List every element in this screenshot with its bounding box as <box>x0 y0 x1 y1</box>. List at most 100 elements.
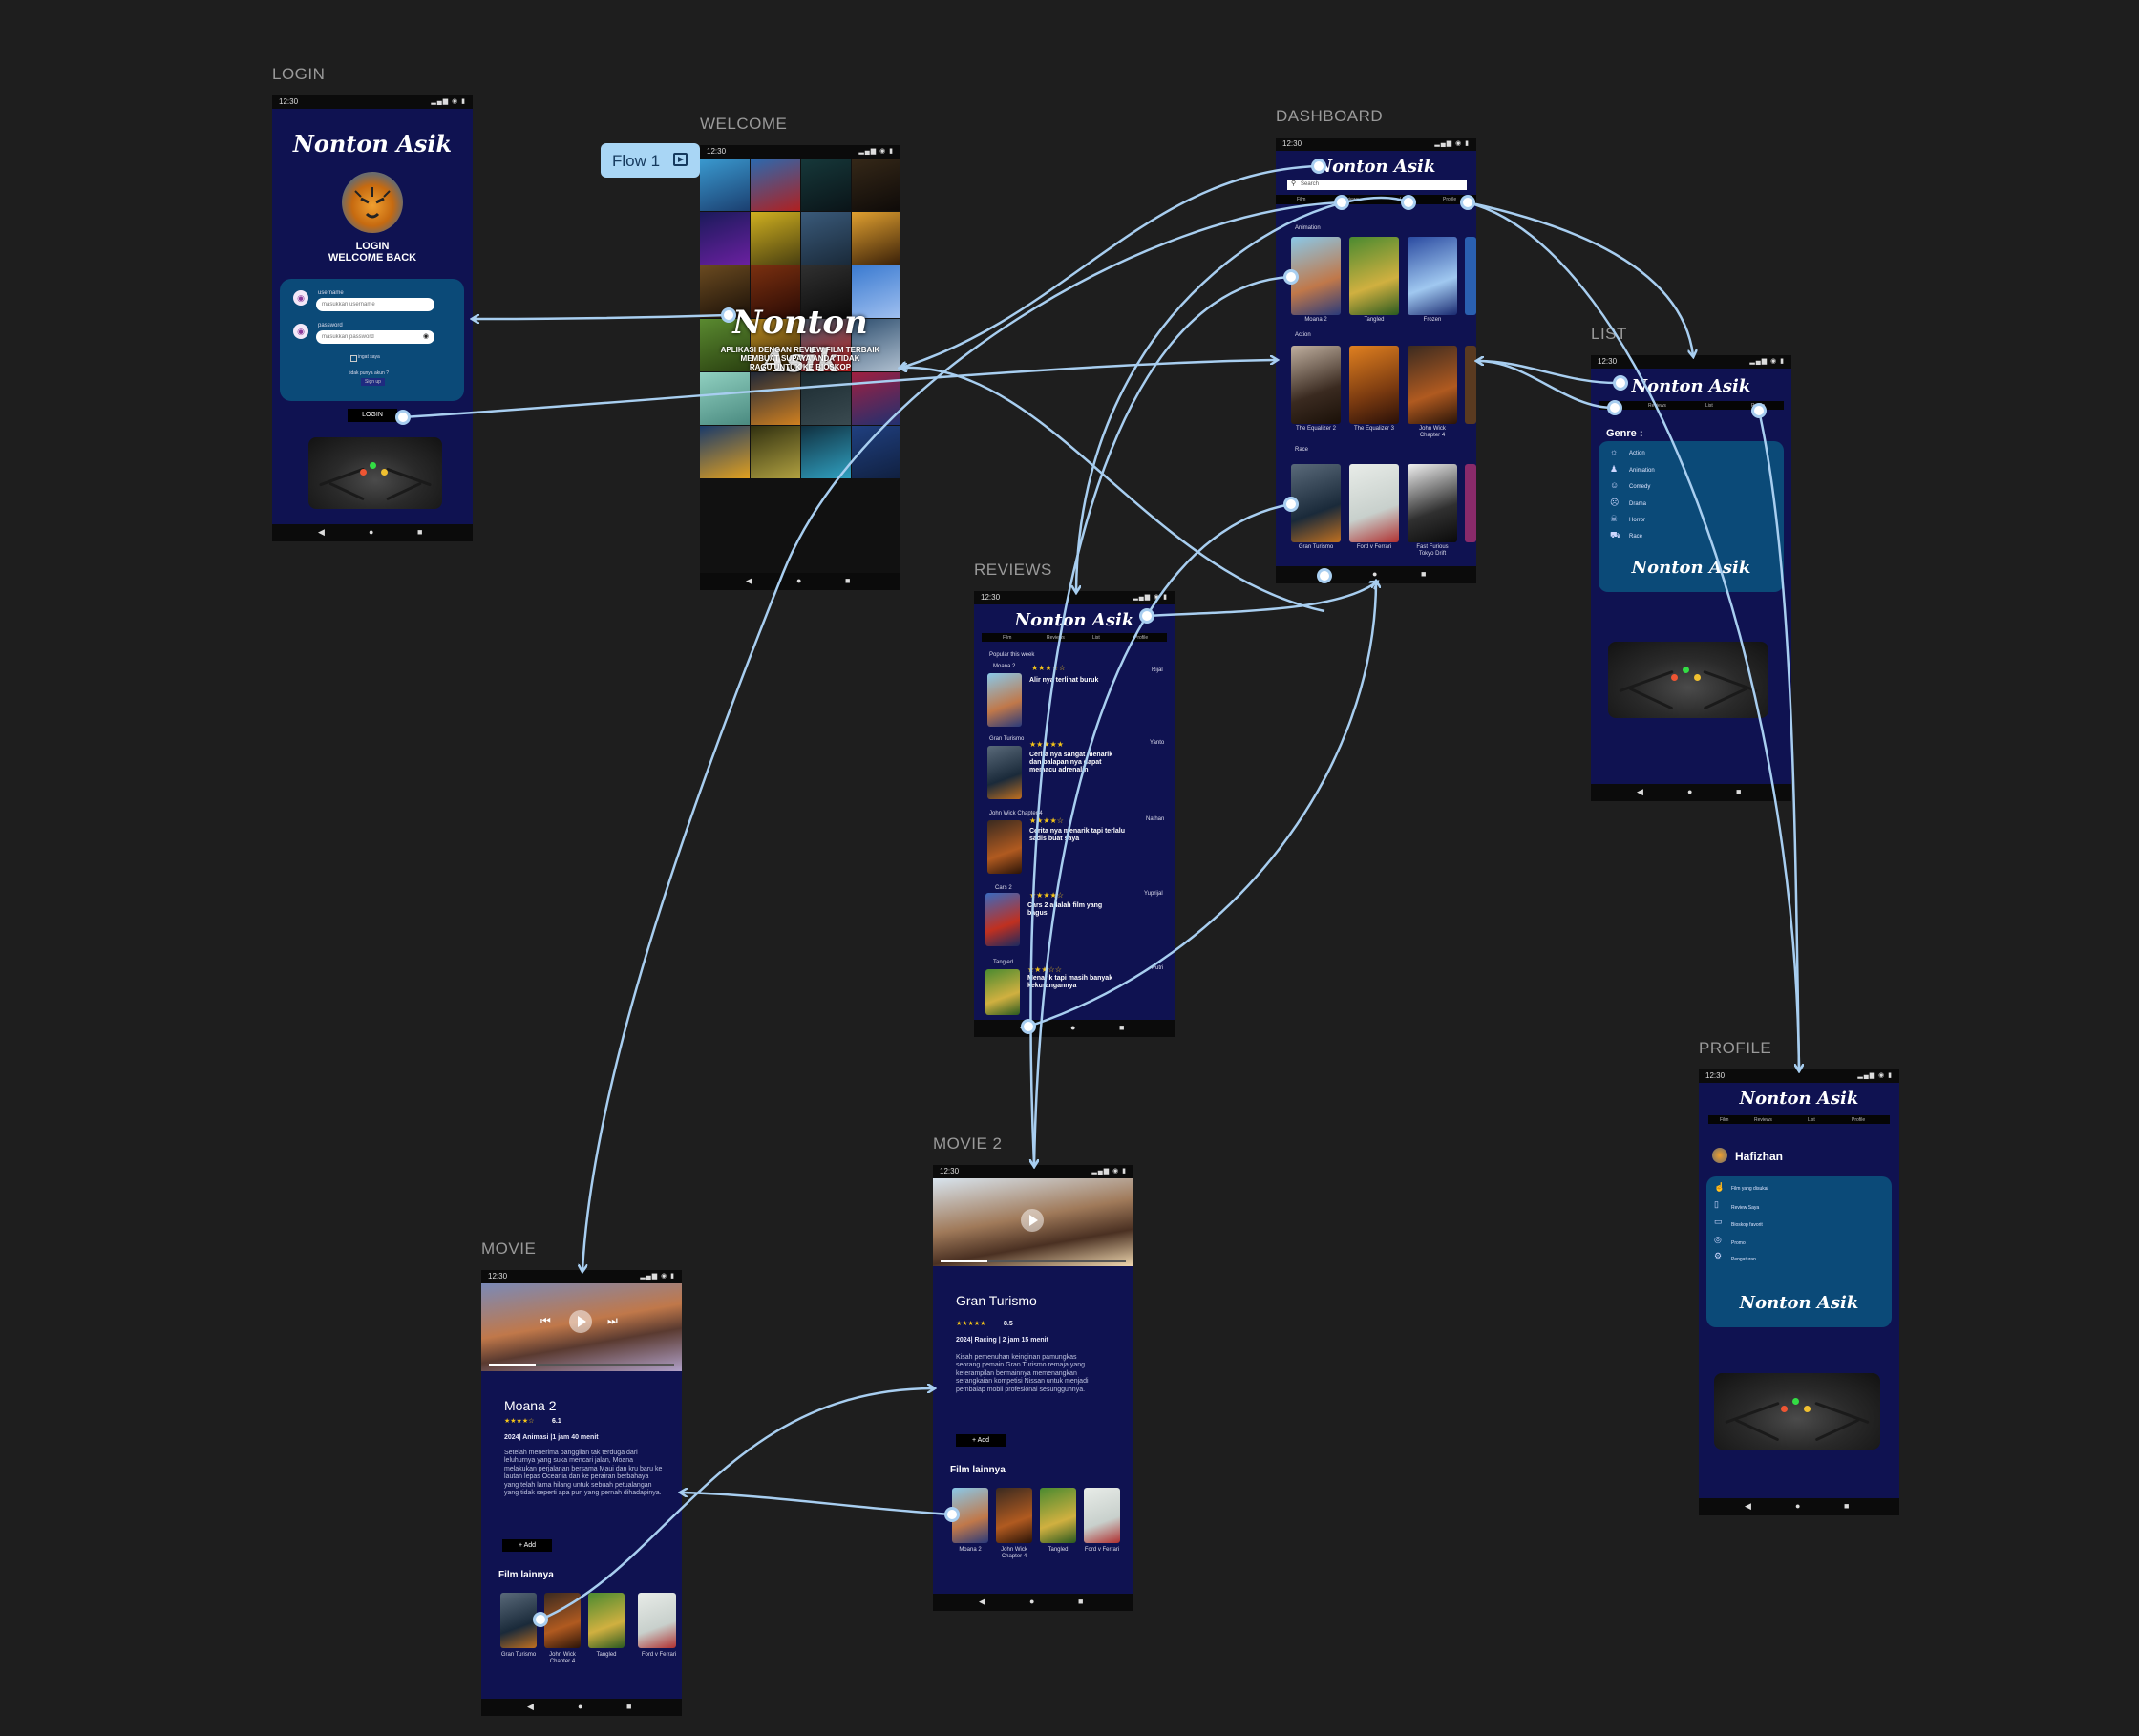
recent-icon[interactable]: ■ <box>1078 1597 1084 1606</box>
recent-icon[interactable]: ■ <box>845 576 851 585</box>
back-icon[interactable]: ◀ <box>1322 569 1328 579</box>
menu-my-reviews[interactable]: Review Saya <box>1731 1205 1760 1211</box>
tab-list[interactable]: List <box>1092 635 1100 641</box>
home-icon[interactable]: ● <box>796 576 802 585</box>
tab-profile[interactable]: Profile <box>1134 635 1149 641</box>
tab-film[interactable]: Film <box>1720 1117 1729 1123</box>
poster-moana-2[interactable] <box>1291 237 1341 315</box>
review-item[interactable]: Moana 2 ★★★☆☆ Rijal Alir nya terlihat bu… <box>974 664 1175 738</box>
home-icon[interactable]: ● <box>1029 1597 1035 1606</box>
poster-john-wick-4[interactable] <box>996 1488 1032 1543</box>
poster-tangled[interactable] <box>588 1593 625 1648</box>
video-progress[interactable] <box>489 1364 674 1366</box>
home-icon[interactable]: ● <box>369 527 374 537</box>
video-player[interactable]: ⏮ ⏭ <box>481 1283 682 1371</box>
genre-animation[interactable]: Animation <box>1629 468 1655 474</box>
flow-badge[interactable]: Flow 1 <box>601 143 700 178</box>
recent-icon[interactable]: ■ <box>1421 569 1427 579</box>
login-button[interactable]: LOGIN <box>348 409 397 422</box>
tab-profile[interactable]: Profile <box>1852 1117 1866 1123</box>
tab-list[interactable]: List <box>1705 403 1713 409</box>
frame-label-reviews[interactable]: REVIEWS <box>974 561 1052 579</box>
poster-ford-v-ferrari[interactable] <box>1349 464 1399 542</box>
poster-equalizer-2[interactable] <box>1291 346 1341 424</box>
tab-reviews[interactable]: Reviews <box>1648 403 1666 409</box>
poster-john-wick-4[interactable] <box>1408 346 1457 424</box>
recent-icon[interactable]: ■ <box>1844 1501 1850 1511</box>
poster-ford-v-ferrari[interactable] <box>1084 1488 1120 1543</box>
frame-label-movie[interactable]: MOVIE <box>481 1239 537 1258</box>
home-icon[interactable]: ● <box>1687 787 1693 796</box>
recent-icon[interactable]: ■ <box>1736 787 1742 796</box>
tab-profile[interactable]: Profile <box>1751 403 1766 409</box>
home-icon[interactable]: ● <box>1070 1023 1076 1032</box>
poster-john-wick-4[interactable] <box>544 1593 581 1648</box>
frame-label-login[interactable]: LOGIN <box>272 65 326 83</box>
play-icon[interactable] <box>569 1310 592 1333</box>
home-icon[interactable]: ● <box>1795 1501 1801 1511</box>
frame-label-profile[interactable]: PROFILE <box>1699 1039 1772 1057</box>
tab-list[interactable]: List <box>1808 1117 1815 1123</box>
password-input[interactable] <box>316 330 434 344</box>
remember-checkbox[interactable] <box>350 355 357 362</box>
genre-horror[interactable]: Horror <box>1629 518 1646 523</box>
tab-reviews[interactable]: Reviews <box>1341 197 1359 202</box>
review-item[interactable]: Cars 2 ★★★★☆ Yuprijal Cars 2 adalah film… <box>974 885 1175 960</box>
poster-moana-2[interactable] <box>952 1488 988 1543</box>
video-progress[interactable] <box>941 1260 1126 1262</box>
tab-profile[interactable]: Profile <box>1443 197 1457 202</box>
rewind-icon[interactable]: ⏮ <box>540 1314 551 1327</box>
profile-avatar-icon[interactable] <box>1712 1148 1727 1163</box>
poster-frozen[interactable] <box>1408 237 1457 315</box>
genre-drama[interactable]: Drama <box>1629 501 1647 507</box>
poster-tangled[interactable] <box>1040 1488 1076 1543</box>
back-icon[interactable]: ◀ <box>527 1702 534 1711</box>
add-button[interactable]: + Add <box>956 1434 1006 1447</box>
tab-list[interactable]: List <box>1400 197 1408 202</box>
menu-favorite-cinema[interactable]: Bioskop favorit <box>1731 1222 1763 1228</box>
video-player[interactable] <box>933 1178 1133 1266</box>
poster-partial[interactable] <box>1465 346 1476 424</box>
tab-film[interactable]: Film <box>1003 635 1012 641</box>
back-icon[interactable]: ◀ <box>1020 1023 1027 1032</box>
genre-comedy[interactable]: Comedy <box>1629 484 1651 490</box>
eye-icon[interactable]: ◉ <box>423 333 430 340</box>
menu-settings[interactable]: Pengaturan <box>1731 1257 1756 1262</box>
poster-gran-turismo[interactable] <box>1291 464 1341 542</box>
recent-icon[interactable]: ■ <box>417 527 423 537</box>
tab-reviews[interactable]: Reviews <box>1754 1117 1772 1123</box>
review-item[interactable]: Gran Turismo ★★★★★ Yanto Cerita nya sang… <box>974 736 1175 811</box>
back-icon[interactable]: ◀ <box>979 1597 985 1606</box>
menu-promo[interactable]: Promo <box>1731 1240 1746 1246</box>
poster-partial[interactable] <box>1465 464 1476 542</box>
review-item[interactable]: John Wick Chapter 4 ★★★★☆ Nathan Cerita … <box>974 811 1175 885</box>
genre-action[interactable]: Action <box>1629 451 1645 456</box>
back-icon[interactable]: ◀ <box>1637 787 1643 796</box>
back-icon[interactable]: ◀ <box>746 576 752 585</box>
recent-icon[interactable]: ■ <box>626 1702 632 1711</box>
tab-reviews[interactable]: Reviews <box>1047 635 1065 641</box>
frame-label-list[interactable]: LIST <box>1591 325 1627 343</box>
poster-ford-v-ferrari[interactable] <box>638 1593 676 1648</box>
review-item[interactable]: Tangled ★★★☆☆ Putri Menarik tapi masih b… <box>974 960 1175 1017</box>
search-bar[interactable]: ⚲ Search <box>1287 180 1467 190</box>
signup-link[interactable]: Sign up <box>361 378 385 386</box>
recent-icon[interactable]: ■ <box>1119 1023 1125 1032</box>
play-icon[interactable] <box>1021 1209 1044 1232</box>
forward-icon[interactable]: ⏭ <box>607 1314 618 1327</box>
back-icon[interactable]: ◀ <box>1745 1501 1751 1511</box>
poster-gran-turismo[interactable] <box>500 1593 537 1648</box>
home-icon[interactable]: ● <box>1372 569 1378 579</box>
add-button[interactable]: + Add <box>502 1539 552 1552</box>
poster-tokyo-drift[interactable] <box>1408 464 1457 542</box>
home-icon[interactable]: ● <box>578 1702 583 1711</box>
frame-label-welcome[interactable]: WELCOME <box>700 115 788 133</box>
menu-favorite-films[interactable]: Film yang disukai <box>1731 1186 1768 1192</box>
tab-film[interactable]: Film <box>1612 403 1621 409</box>
poster-partial[interactable] <box>1465 237 1476 315</box>
frame-label-dashboard[interactable]: DASHBOARD <box>1276 107 1384 125</box>
poster-tangled[interactable] <box>1349 237 1399 315</box>
username-input[interactable] <box>316 298 434 311</box>
tab-film[interactable]: Film <box>1297 197 1306 202</box>
genre-race[interactable]: Race <box>1629 534 1643 540</box>
